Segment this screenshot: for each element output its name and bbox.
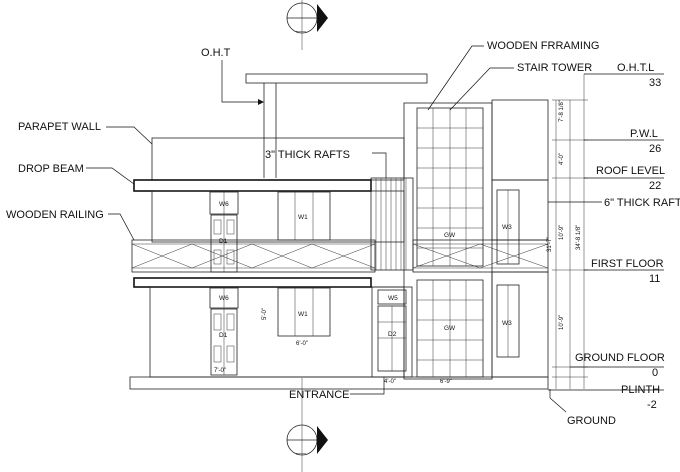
dim-5-0: 5'-0" xyxy=(262,308,268,320)
dim-10-9b: 10'-9" xyxy=(559,315,565,330)
dim-7-0: 7'-0" xyxy=(214,368,226,374)
window-w1-upper: W1 xyxy=(277,191,331,241)
window-w3-lower: W3 xyxy=(496,284,520,358)
parapet-wall-label: PARAPET WALL xyxy=(18,121,101,133)
dim-7-8: 7'-8 1/8" xyxy=(559,100,565,122)
dim-4-0b: 4'-0" xyxy=(384,379,396,385)
thick-raft-6in-callout: 6" THICK RAFT xyxy=(548,197,680,209)
window-w6-lower: W6 xyxy=(209,287,239,309)
right-wing xyxy=(412,99,549,378)
level-first-value: 11 xyxy=(649,273,660,285)
level-first-label: FIRST FLOOR xyxy=(591,258,664,270)
dim-10-9: 10'-9" xyxy=(559,225,565,240)
ground-label: GROUND xyxy=(567,415,616,427)
tag-d1-upper: D1 xyxy=(219,238,228,245)
dim-34-8: 34'-8 1/8" xyxy=(576,225,582,250)
thick-raft-6in-label: 6" THICK RAFT xyxy=(604,197,680,209)
section-marker-bottom: ___ xyxy=(286,378,328,472)
level-ground-value: 0 xyxy=(652,367,658,379)
level-roof-value: 22 xyxy=(649,180,661,192)
dim-31-7: 31'-7" xyxy=(547,237,553,252)
entrance-door: W5 D2 xyxy=(371,286,413,378)
tag-w6-upper: W6 xyxy=(219,201,229,208)
wooden-railing-label: WOODEN RAILING xyxy=(6,209,104,221)
ground-callout: GROUND xyxy=(549,389,616,427)
level-marker-plinth: PLINTH -2 xyxy=(548,384,664,411)
section-marker-bottom-label: ___ xyxy=(295,448,307,454)
wooden-railing-upper xyxy=(131,243,376,269)
dim-6-0: 6'-0" xyxy=(296,341,308,347)
drop-beam-callout: DROP BEAM xyxy=(18,163,135,185)
level-ground-label: GROUND FLOOR xyxy=(575,352,665,364)
door-d1-upper: D1 xyxy=(210,214,238,273)
level-marker-ground: GROUND FLOOR 0 xyxy=(570,352,665,379)
oht-callout: O.H.T xyxy=(201,47,264,105)
stair-tower: GW GW xyxy=(403,102,493,380)
stair-tower-label: STAIR TOWER xyxy=(517,62,592,74)
entrance-callout: ENTRANCE xyxy=(289,377,385,401)
tag-gw-upper: GW xyxy=(444,232,456,239)
tag-d1-lower: D1 xyxy=(219,332,228,339)
tag-w6-lower: W6 xyxy=(219,295,229,302)
level-plinth-value: -2 xyxy=(647,399,657,411)
ground-storey xyxy=(129,277,549,390)
level-marker-pwl: P.W.L 26 xyxy=(584,128,664,155)
tag-w5: W5 xyxy=(388,295,398,302)
vertical-dimensions: 7'-8 1/8" 4'-0" 10'-9" 34'-8 1/8" 31'-7"… xyxy=(214,74,588,389)
tag-w3-lower: W3 xyxy=(502,320,512,327)
tag-w1-upper: W1 xyxy=(298,214,308,221)
level-roof-label: ROOF LEVEL xyxy=(596,165,665,177)
drop-beam-label: DROP BEAM xyxy=(18,163,84,175)
section-marker-top-label: ___ xyxy=(295,26,307,32)
level-marker-roof: ROOF LEVEL 22 xyxy=(584,165,665,192)
level-plinth-label: PLINTH xyxy=(621,384,660,396)
level-ohtl-label: O.H.T.L xyxy=(617,62,654,74)
oht-label: O.H.T xyxy=(201,47,231,59)
tag-w3-upper: W3 xyxy=(502,224,512,231)
dim-4-0: 4'-0" xyxy=(559,153,565,165)
level-pwl-label: P.W.L xyxy=(630,128,658,140)
thick-rafts-3in-callout: 3" THICK RAFTS xyxy=(265,149,387,178)
window-w6-upper: W6 xyxy=(209,191,239,215)
window-w3-upper: W3 xyxy=(496,189,520,265)
level-marker-first: FIRST FLOOR 11 xyxy=(584,258,664,285)
stair-tower-callout: STAIR TOWER xyxy=(449,62,592,111)
tag-gw-lower: GW xyxy=(444,325,456,332)
thick-rafts-3in xyxy=(370,177,414,271)
section-marker-top: ___ xyxy=(286,0,328,50)
overhead-tank xyxy=(245,73,428,178)
wooden-framing-callout: WOODEN FRRAMING xyxy=(427,40,599,111)
window-w1-lower: W1 xyxy=(277,287,331,337)
wooden-railing-callout: WOODEN RAILING xyxy=(6,209,135,241)
door-d1-lower: D1 xyxy=(210,308,238,376)
wooden-framing-label: WOODEN FRRAMING xyxy=(487,40,599,52)
level-ohtl-value: 33 xyxy=(649,77,661,89)
level-marker-ohtl: O.H.T.L 33 xyxy=(584,62,664,89)
dim-6-9: 6'-9" xyxy=(440,379,452,385)
tag-d2: D2 xyxy=(388,331,397,338)
thick-rafts-3in-label: 3" THICK RAFTS xyxy=(265,149,350,161)
level-pwl-value: 26 xyxy=(649,143,661,155)
parapet-wall-callout: PARAPET WALL xyxy=(18,121,153,145)
tag-w1-lower: W1 xyxy=(298,311,308,318)
entrance-label: ENTRANCE xyxy=(289,389,350,401)
